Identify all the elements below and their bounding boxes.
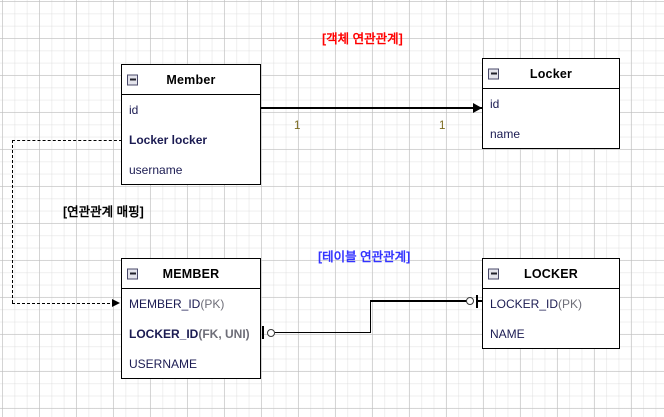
locker-class-field-id: id — [490, 97, 500, 111]
minus-icon[interactable] — [488, 68, 499, 79]
fk-line-segment-4 — [478, 300, 483, 302]
fk-member-circle — [267, 328, 275, 337]
field-name: LOCKER_ID — [129, 327, 199, 341]
mapping-label: [연관관계 매핑] — [63, 205, 144, 219]
field-constraint: (PK) — [200, 297, 225, 311]
mapping-dashed-bottom — [12, 303, 115, 304]
member-class-title: Member — [166, 72, 216, 87]
locker-table-header: LOCKER — [483, 259, 619, 289]
member-table-field-username: USERNAME — [122, 349, 260, 379]
fk-locker-circle — [466, 297, 474, 305]
fk-locker-tick — [476, 294, 478, 308]
member-class-field-id: id — [129, 103, 139, 117]
minus-icon[interactable] — [488, 268, 499, 279]
field-name: MEMBER_ID — [129, 297, 201, 311]
locker-table-body: LOCKER_ID (PK) NAME — [483, 289, 619, 349]
object-association-line — [261, 107, 483, 109]
locker-table-field-locker-id: LOCKER_ID (PK) — [483, 289, 619, 319]
fk-member-tick — [262, 326, 264, 339]
member-table-title: MEMBER — [162, 266, 220, 281]
locker-table-field-name: NAME — [483, 319, 619, 349]
locker-table-title: LOCKER — [524, 266, 578, 281]
member-table-header: MEMBER — [122, 259, 260, 289]
fk-line-segment-1 — [275, 331, 371, 334]
field-name: LOCKER_ID — [490, 297, 559, 311]
member-class-field-locker: Locker locker — [129, 133, 208, 147]
member-table-field-locker-id: LOCKER_ID (FK, UNI) — [122, 319, 260, 349]
locker-class-title: Locker — [529, 66, 573, 81]
field-name: NAME — [490, 327, 525, 341]
field-constraint: (PK) — [558, 297, 583, 311]
locker-class-field-name: name — [490, 127, 521, 141]
member-table-box[interactable]: MEMBER MEMBER_ID (PK) LOCKER_ID (FK, UNI… — [121, 258, 261, 379]
minus-icon[interactable] — [127, 268, 138, 279]
multiplicity-member-side: 1 — [294, 120, 301, 132]
object-association-label: [객체 연관관계] — [322, 32, 403, 46]
minus-icon[interactable] — [127, 74, 138, 85]
mapping-dashed-top — [12, 140, 122, 141]
member-class-box[interactable]: Member id Locker locker username — [121, 64, 261, 185]
fk-line-segment-3 — [369, 300, 468, 302]
field-name: USERNAME — [129, 357, 198, 371]
fk-line-segment-2 — [369, 301, 372, 333]
object-association-arrowhead — [473, 103, 482, 113]
member-class-field-username: username — [129, 163, 183, 177]
locker-table-box[interactable]: LOCKER LOCKER_ID (PK) NAME — [482, 258, 620, 349]
member-table-body: MEMBER_ID (PK) LOCKER_ID (FK, UNI) USERN… — [122, 289, 260, 379]
member-class-header: Member — [122, 65, 260, 95]
member-class-body: id Locker locker username — [122, 95, 260, 185]
multiplicity-locker-side: 1 — [439, 120, 446, 132]
mapping-dashed-left — [12, 140, 13, 303]
locker-class-box[interactable]: Locker id name — [482, 58, 620, 149]
member-table-field-member-id: MEMBER_ID (PK) — [122, 289, 260, 319]
locker-class-header: Locker — [483, 59, 619, 89]
table-association-label: [테이블 연관관계] — [318, 250, 411, 264]
field-constraint: (FK, UNI) — [198, 327, 250, 341]
mapping-arrowhead — [112, 299, 120, 307]
locker-class-body: id name — [483, 89, 619, 149]
